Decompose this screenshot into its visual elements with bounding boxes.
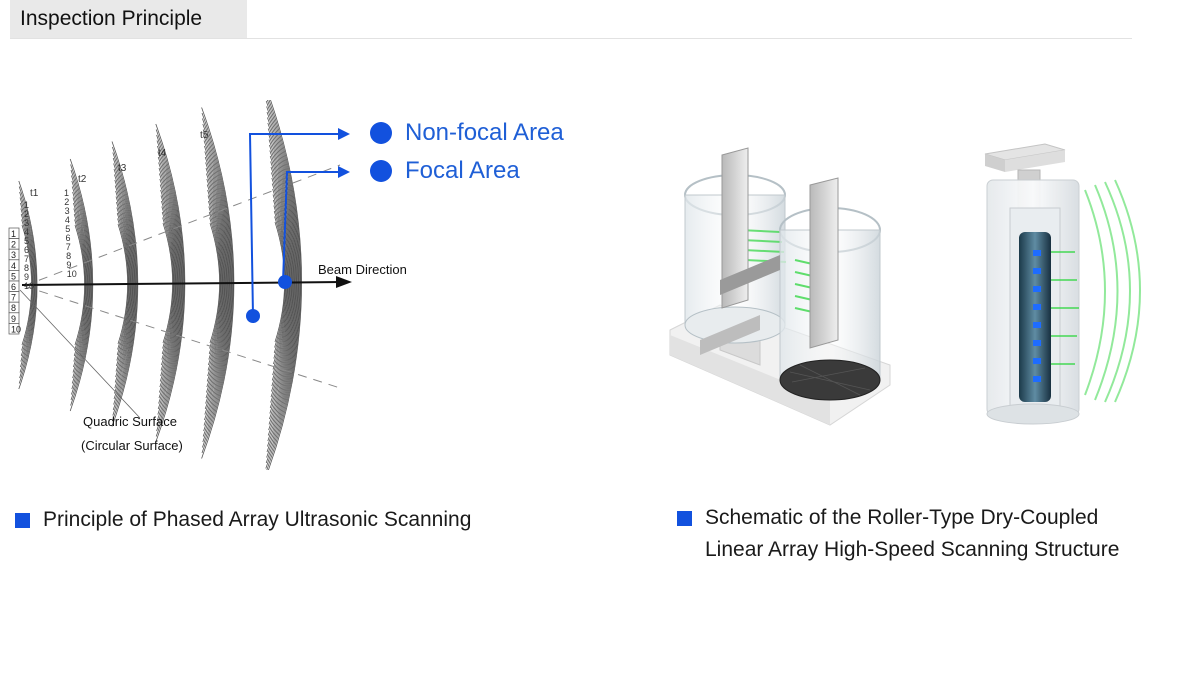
delay-sequence-number: 9 — [66, 260, 71, 270]
delay-sequence-number: 8 — [66, 251, 71, 261]
delay-sequence-number: 6 — [24, 245, 29, 255]
array-element-number: 5 — [11, 271, 16, 281]
array-element-number: 3 — [11, 250, 16, 260]
delay-sequence-number: 1 — [24, 200, 29, 210]
legend-label-focal: Focal Area — [405, 157, 520, 184]
caption-right-line1: Schematic of the Roller-Type Dry-Coupled — [705, 506, 1099, 529]
delay-sequence-number: 7 — [66, 242, 71, 252]
caption-left: Principle of Phased Array Ultrasonic Sca… — [15, 504, 472, 536]
array-element-number: 6 — [11, 282, 16, 292]
page-title: Inspection Principle — [20, 7, 203, 30]
legend-non-focal: Non-focal Area — [370, 119, 564, 147]
legend-dot-focal — [370, 160, 392, 182]
non-focal-point — [246, 309, 260, 323]
delay-sequence-number: 8 — [24, 263, 29, 273]
array-element-number: 1 — [11, 229, 16, 239]
surface-leader-line — [19, 289, 141, 419]
delay-sequence-number: 4 — [65, 215, 70, 225]
legend-focal: Focal Area — [370, 157, 520, 185]
header-divider — [10, 38, 1132, 39]
delay-sequence-number: 2 — [24, 209, 29, 219]
delay-sequence-number: 2 — [64, 197, 69, 207]
delay-sequence-number: 10 — [67, 269, 77, 279]
time-label-t1: t1 — [30, 188, 39, 199]
delay-sequence-number: 10 — [24, 281, 34, 291]
time-label-t3: t3 — [118, 163, 127, 174]
array-element-number: 10 — [11, 324, 21, 334]
focal-arrowhead — [338, 166, 350, 178]
roller-assembly-illustration — [669, 147, 891, 426]
non-focal-arrowhead — [338, 128, 350, 140]
focal-point — [278, 275, 292, 289]
array-element-number: 8 — [11, 303, 16, 313]
delay-sequence-number: 1 — [64, 188, 69, 198]
delay-sequence-number: 9 — [24, 272, 29, 282]
array-element — [8, 323, 20, 335]
caption-right: Schematic of the Roller-Type Dry-Coupled… — [677, 502, 1120, 566]
delay-sequence-number: 5 — [65, 224, 70, 234]
delay-sequence-number: 3 — [24, 218, 29, 228]
caption-left-marker — [15, 513, 30, 528]
delay-sequence-number: 6 — [66, 233, 71, 243]
caption-right-marker — [677, 511, 692, 526]
beam-boundary-lines — [23, 164, 341, 389]
caption-left-text: Principle of Phased Array Ultrasonic Sca… — [43, 508, 472, 531]
array-element-number: 9 — [11, 314, 16, 324]
time-label-t4: t4 — [158, 148, 167, 159]
array-element-number: 7 — [11, 293, 16, 303]
array-element-number: 2 — [11, 240, 16, 250]
time-label-t2: t2 — [78, 174, 87, 185]
caption-right-line2: Linear Array High-Speed Scanning Structu… — [705, 538, 1120, 561]
delay-sequence-number: 4 — [24, 227, 29, 237]
page-title-tab: Inspection Principle — [10, 0, 247, 38]
time-label-t5: t5 — [200, 130, 209, 141]
surface-label-line2: (Circular Surface) — [81, 438, 183, 453]
beam-direction-label: Beam Direction — [318, 262, 407, 277]
single-roller-illustration — [984, 143, 1141, 425]
delay-sequence-number: 5 — [24, 236, 29, 246]
legend-leaders — [248, 133, 340, 317]
legend-dot-non-focal — [370, 122, 392, 144]
legend-label-non-focal: Non-focal Area — [405, 119, 564, 146]
delay-sequence-number: 7 — [24, 254, 29, 264]
surface-label-line1: Quadric Surface — [83, 414, 177, 429]
array-element-number: 4 — [11, 261, 16, 271]
delay-sequence-number: 3 — [65, 206, 70, 216]
beam-arrowhead — [336, 276, 352, 288]
